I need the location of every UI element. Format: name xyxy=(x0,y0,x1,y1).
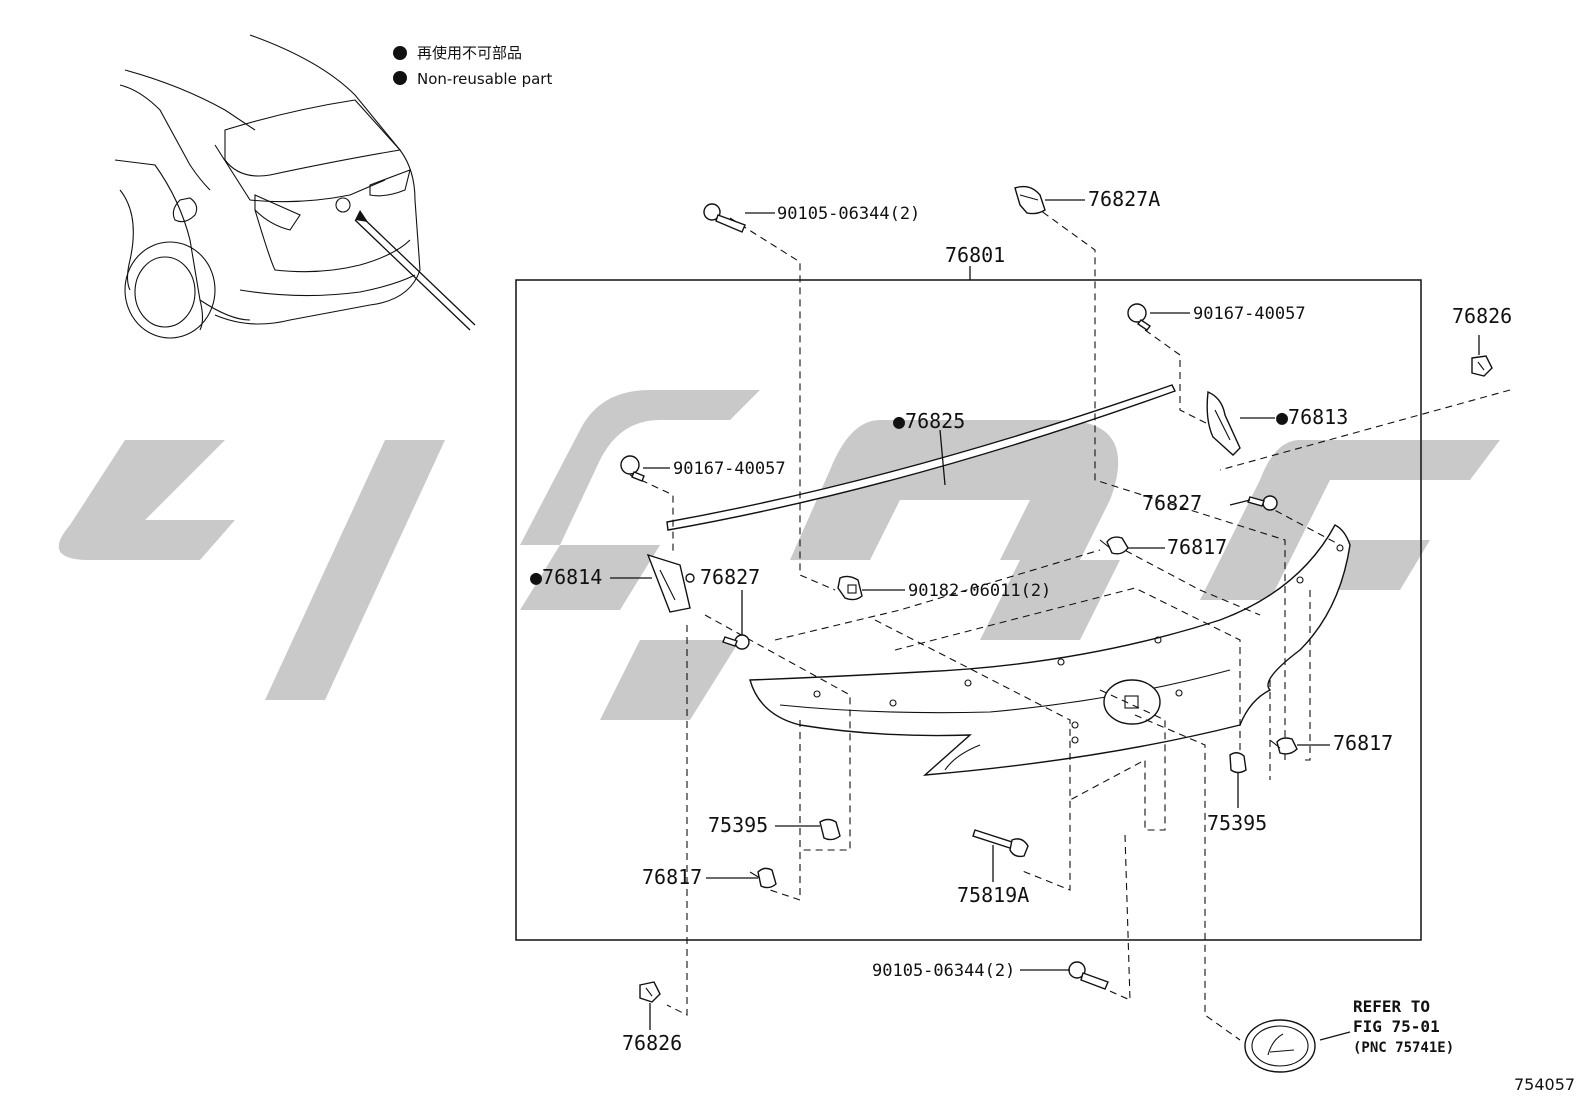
refer-line1: REFER TO xyxy=(1353,997,1430,1016)
label-90167-left: 90167-40057 xyxy=(673,459,786,479)
figure-number: 754057 xyxy=(1514,1075,1575,1094)
assembly-box xyxy=(515,279,1422,941)
refer-note: REFER TO FIG 75-01 (PNC 75741E) xyxy=(1353,997,1454,1056)
label-90105-top: 90105-06344(2) xyxy=(777,204,920,224)
legend-english: Non-reusable part xyxy=(417,70,552,88)
label-90182: 90182-06011(2) xyxy=(908,581,1051,601)
bolt-90105-bottom-icon xyxy=(1068,961,1109,990)
label-76817-upper: 76817 xyxy=(1167,535,1227,559)
clip-76826-top-icon xyxy=(1471,355,1493,377)
label-76827-left: 76827 xyxy=(700,565,760,589)
switch-75819A-icon xyxy=(972,829,1029,858)
label-75395-right: 75395 xyxy=(1207,811,1267,835)
nut-90167-right-icon xyxy=(1127,303,1152,331)
label-75819A: 75819A xyxy=(957,883,1029,907)
nut-90167-left-icon xyxy=(620,455,645,482)
vehicle-rear-illustration xyxy=(114,34,476,339)
emblem-icon xyxy=(1244,1019,1316,1073)
label-76827-right: 76827 xyxy=(1142,491,1202,515)
non-reusable-bullet-icon xyxy=(393,46,407,60)
bracket-76813-icon xyxy=(1206,390,1241,456)
label-76814: ●76814 xyxy=(530,565,602,589)
refer-line3: (PNC 75741E) xyxy=(1353,1040,1454,1056)
legend: 再使用不可部品 Non-reusable part xyxy=(393,44,552,88)
label-76826-top: 76826 xyxy=(1452,304,1512,328)
refer-line2: FIG 75-01 xyxy=(1353,1017,1440,1036)
bolt-90105-top-icon xyxy=(703,203,746,233)
clip-76827-right-icon xyxy=(1247,495,1278,511)
label-76827A: 76827A xyxy=(1088,187,1160,211)
label-76826-bottom: 76826 xyxy=(622,1031,682,1055)
nut-90182-icon xyxy=(837,575,863,601)
label-76817-lower: 76817 xyxy=(642,865,702,889)
leader-lines xyxy=(610,199,1480,1041)
clip-76817-right-icon xyxy=(1269,737,1298,755)
legend-japanese: 再使用不可部品 xyxy=(417,44,522,62)
label-76813: ●76813 xyxy=(1276,405,1348,429)
molding-76825 xyxy=(666,384,1176,531)
clip-76817-upper-icon xyxy=(1099,536,1129,555)
label-76817-right: 76817 xyxy=(1333,731,1393,755)
clip-76827A-icon xyxy=(1014,185,1046,215)
clip-76817-lower-icon xyxy=(749,867,777,889)
label-90167-right: 90167-40057 xyxy=(1193,304,1306,324)
label-90105-bottom: 90105-06344(2) xyxy=(872,961,1015,981)
watermark-logo xyxy=(58,390,1500,720)
label-76825: ●76825 xyxy=(893,409,965,433)
back-door-garnish xyxy=(749,524,1351,776)
clip-75395-right-icon xyxy=(1229,752,1247,774)
assembly-label: 76801 xyxy=(945,243,1005,267)
clip-76826-bottom-icon xyxy=(639,981,661,1003)
label-75395-left: 75395 xyxy=(708,813,768,837)
clip-75395-left-icon xyxy=(819,818,841,841)
non-reusable-bullet-icon xyxy=(393,71,407,85)
bracket-76814-icon xyxy=(646,553,695,613)
